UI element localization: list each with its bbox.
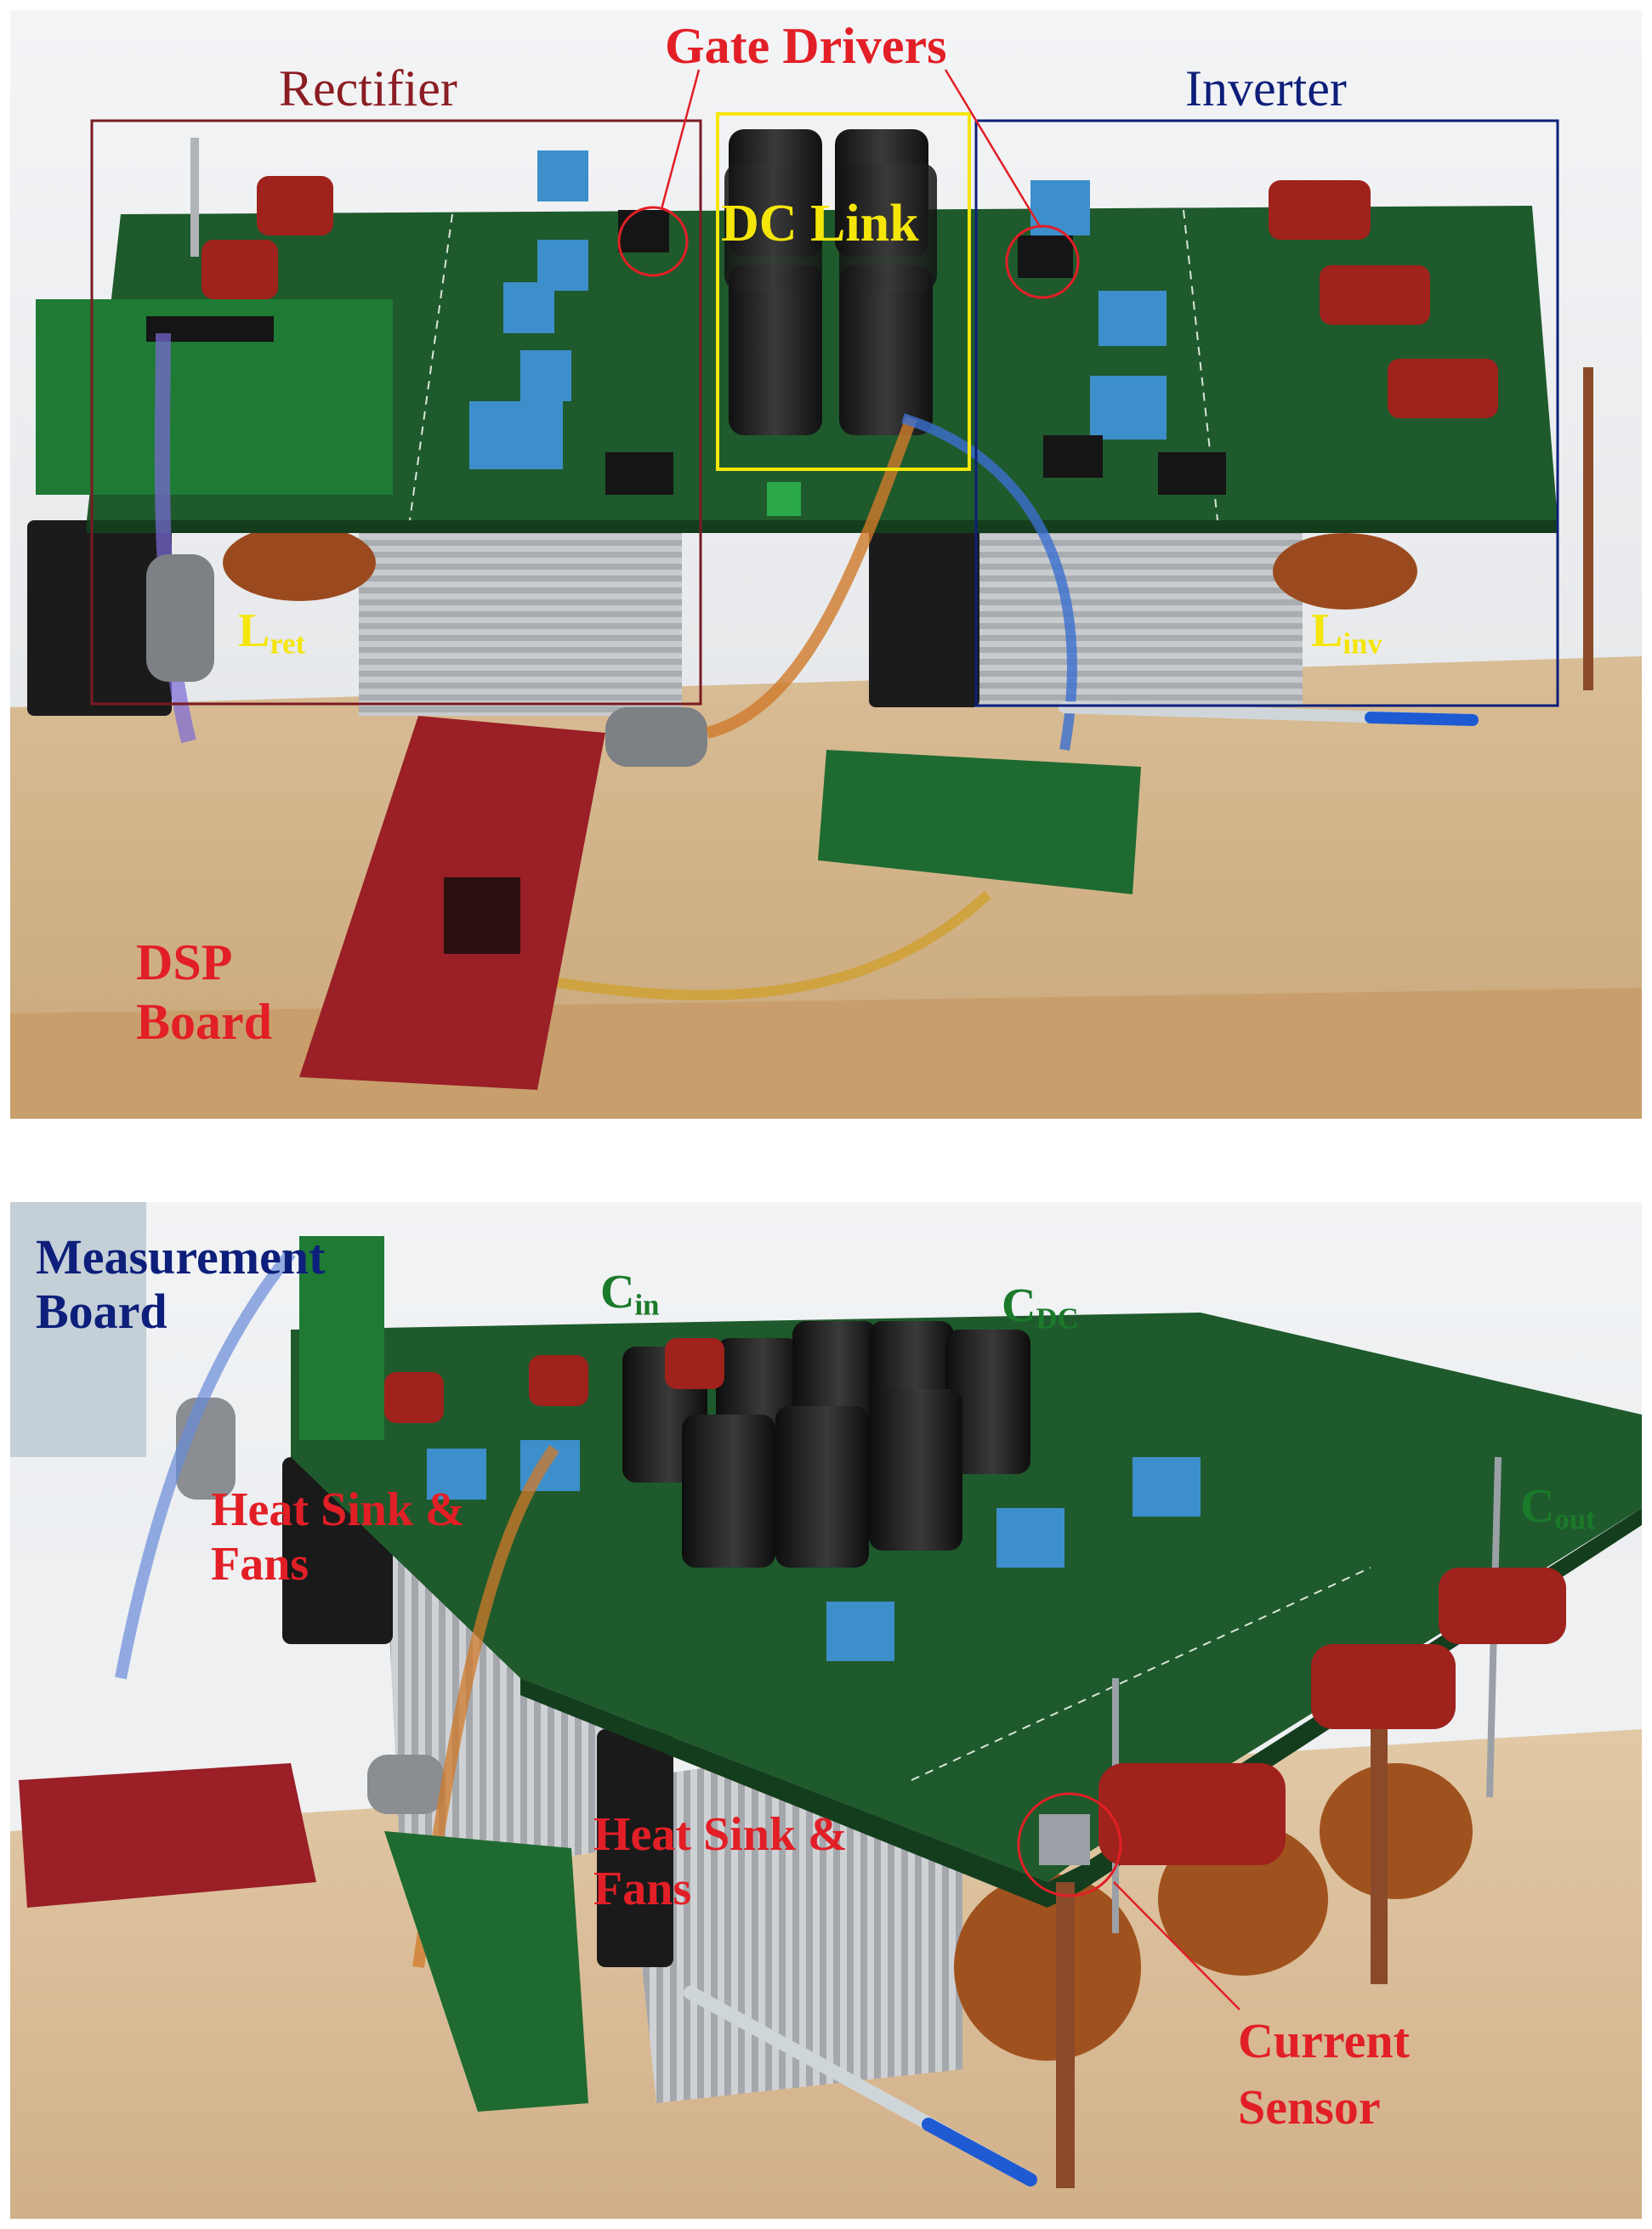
inverter-label: Inverter [1185, 60, 1347, 116]
rectifier-box [90, 119, 702, 706]
fan-right [597, 1729, 673, 1967]
ferrite-core-left [146, 554, 214, 682]
gate-driver-chip-left [618, 210, 669, 252]
dsp-board-label-line2: Board [136, 994, 273, 1050]
current-sensor-label-line2: Sensor [1238, 2079, 1381, 2135]
measurement-board-label-line1: Measurement [36, 1229, 326, 1285]
inductor [954, 1874, 1141, 2061]
heat-sink-label-1-line1: Heat Sink & [211, 1483, 465, 1536]
heat-sink-label-1-line2: Fans [211, 1538, 309, 1591]
current-sensor-chip [1039, 1814, 1090, 1865]
standoff-leg [1056, 1882, 1075, 2188]
standoff-rod [1583, 367, 1593, 690]
gate-driver-circle-right [1005, 224, 1080, 299]
heat-sink-label-2-line1: Heat Sink & [593, 1808, 848, 1861]
gate-drivers-label: Gate Drivers [665, 18, 947, 74]
bottom-photo: Measurement Board Cin CDC Cout Heat Sink… [10, 1202, 1642, 2219]
inductor-inverter [1273, 533, 1417, 610]
fan-left [27, 520, 172, 716]
ferrite-core-right [605, 707, 707, 767]
current-sensor-label-line1: Current [1238, 2013, 1410, 2068]
sensor-board [818, 750, 1141, 894]
film-capacitor [257, 176, 333, 235]
dsp-board-label-line1: DSP [136, 934, 233, 990]
l-inv-label: Linv [1311, 604, 1382, 661]
measurement-board [299, 1236, 384, 1440]
current-sensor-leader [1113, 1881, 1240, 2011]
l-ret-label: Lret [238, 604, 306, 661]
inductor-rectifier [223, 525, 376, 601]
inverter-box [974, 119, 1559, 707]
c-out-label: Cout [1520, 1480, 1596, 1536]
c-in-label: Cin [600, 1266, 660, 1322]
gate-driver-leader-right [944, 69, 1042, 229]
measurement-board-label-line2: Board [36, 1284, 167, 1339]
dc-link-label: DC Link [721, 195, 919, 252]
heat-sink-left [359, 512, 682, 716]
top-photo: Rectifier Gate Drivers Inverter DC Link … [10, 10, 1642, 1119]
gate-driver-circle-left [617, 206, 689, 277]
film-capacitor [1098, 1763, 1286, 1865]
gate-driver-leader-left [660, 69, 701, 210]
gate-driver-chip-right [1018, 235, 1073, 278]
fan-right [869, 520, 979, 707]
current-sensor-circle [1017, 1792, 1122, 1897]
dsp-board [19, 1763, 316, 1908]
heat-sink-right [962, 512, 1303, 707]
sensor-board [384, 1831, 588, 2112]
door-frame [10, 1202, 146, 1457]
heat-sink-label-2-line2: Fans [593, 1863, 692, 1915]
rectifier-label: Rectifier [279, 60, 457, 116]
c-dc-label: CDC [1002, 1279, 1079, 1336]
bottom-photo-scene [10, 1202, 1642, 2219]
top-photo-scene [10, 10, 1642, 1119]
dc-link-box [716, 112, 971, 471]
